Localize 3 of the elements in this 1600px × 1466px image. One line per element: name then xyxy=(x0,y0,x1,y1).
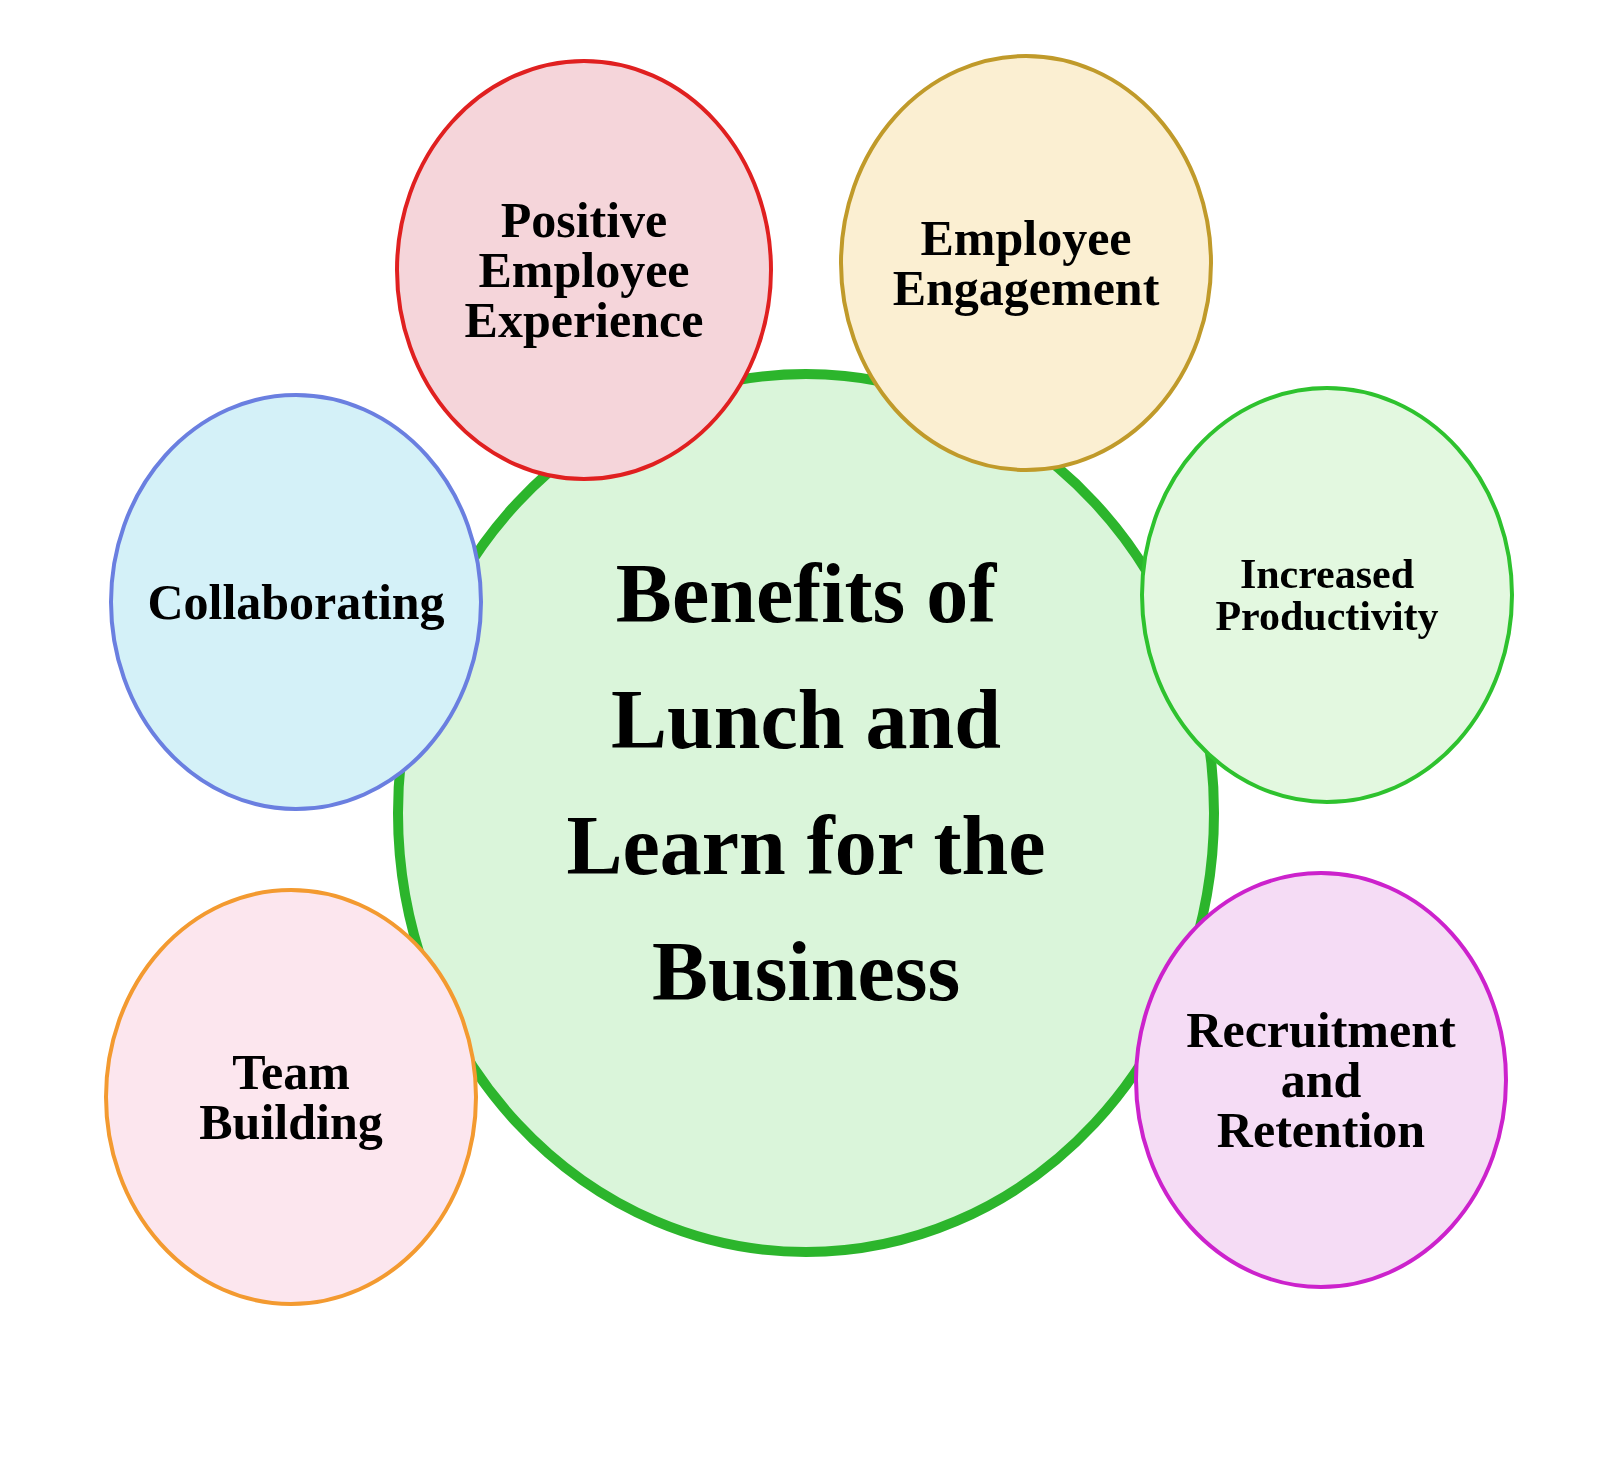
benefit-text: Increased Productivity xyxy=(1214,553,1440,637)
title-text: Benefits of Lunch and Learn for the Business xyxy=(565,546,1047,1020)
benefit-text: Recruitment and Retention xyxy=(1185,1005,1457,1155)
